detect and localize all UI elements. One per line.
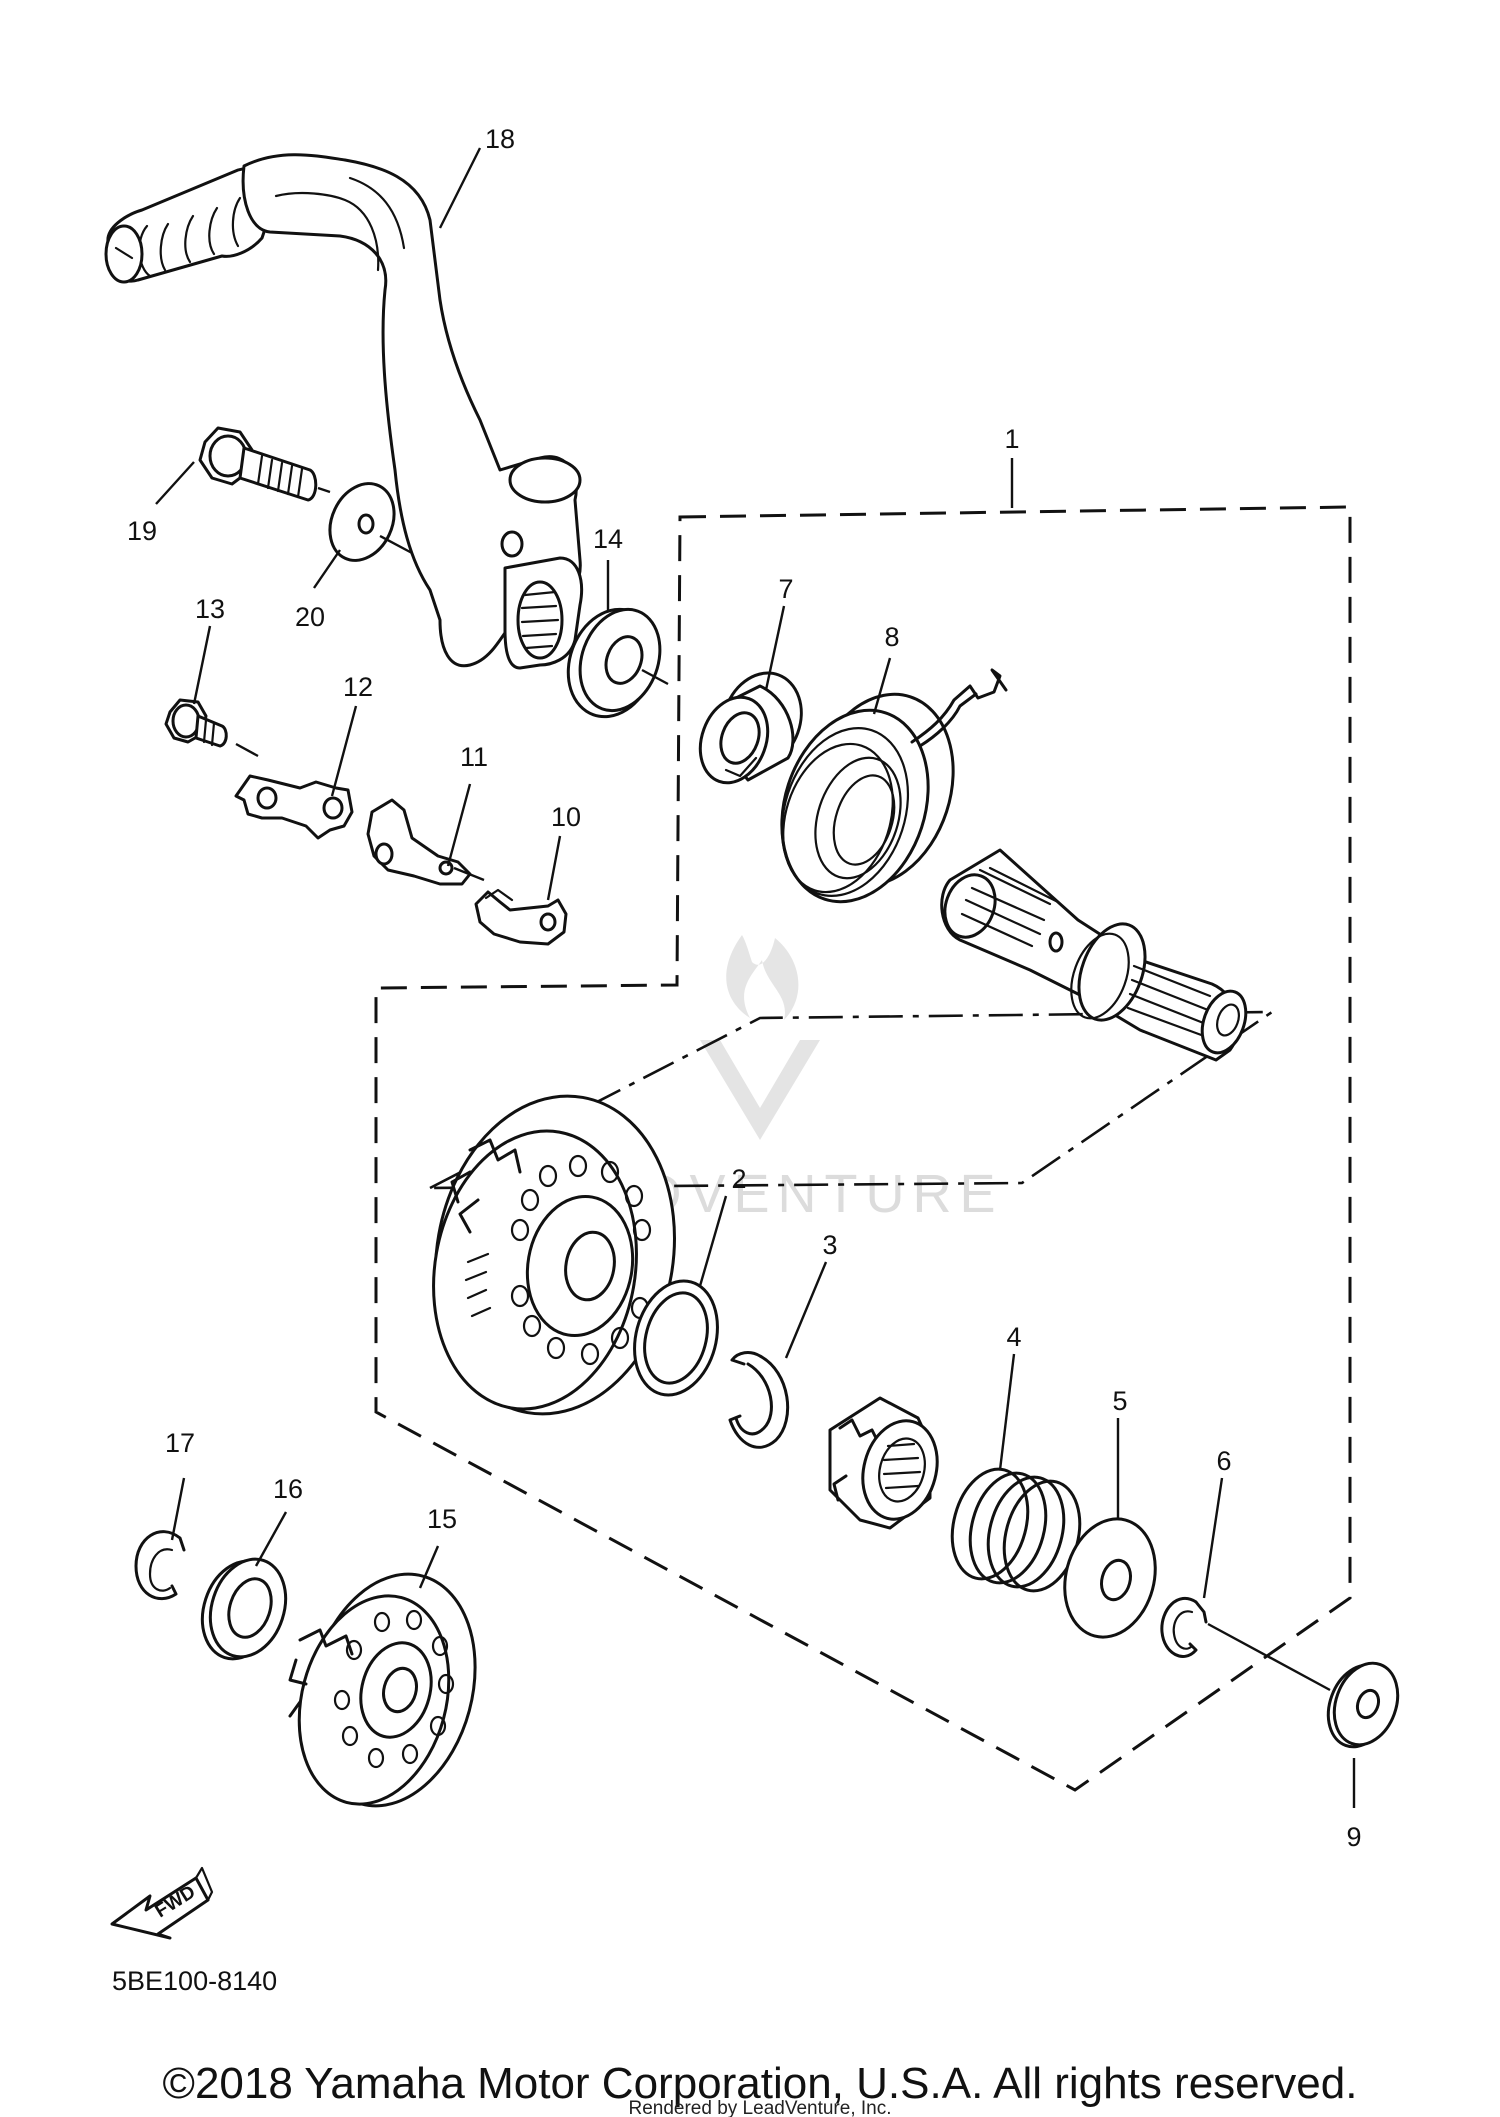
fwd-arrow-icon: FWD [110,1866,214,1940]
callout-16: 16 [273,1474,303,1504]
callout-17: 17 [165,1428,195,1458]
callout-2: 2 [731,1164,746,1194]
plate-11 [366,798,485,886]
callout-13: 13 [195,594,225,624]
callout-7: 7 [778,574,793,604]
circlip-3 [728,1351,790,1449]
shaft-gear-guide [429,1010,1277,1190]
ring-2 [633,1279,719,1397]
ratchet [828,1396,939,1530]
callout-6: 6 [1216,1446,1231,1476]
callout-4: 4 [1006,1322,1021,1352]
kick-shaft [940,848,1248,1062]
callout-14: 14 [593,524,623,554]
bolt-19 [198,426,331,502]
callout-1: 1 [1004,424,1019,454]
collar-7 [698,671,803,785]
circlip-6 [1160,1596,1331,1692]
callout-18: 18 [485,124,515,154]
copyright-text: ©2018 Yamaha Motor Corporation, U.S.A. A… [163,2059,1358,2108]
callout-20: 20 [295,602,325,632]
bolt-13 [164,698,259,758]
leader-lines [155,147,1356,1808]
callout-15: 15 [427,1504,457,1534]
assembly-1-outline [374,505,1352,1792]
callout-11: 11 [460,742,488,772]
torsion-spring-8 [780,668,1008,904]
callout-8: 8 [884,622,899,652]
callout-9: 9 [1346,1822,1361,1852]
washer-5 [1063,1517,1157,1639]
callout-12: 12 [343,672,373,702]
diagram-code: 5BE100-8140 [112,1966,277,1996]
circlip-17 [134,1530,186,1601]
callouts: 1 2 3 4 5 6 7 8 9 10 11 12 13 14 15 16 1… [127,124,1362,1852]
oil-seal-14 [566,607,669,719]
kick-gear [432,1094,676,1416]
callout-5: 5 [1112,1386,1127,1416]
callout-3: 3 [822,1230,837,1260]
plate-10 [474,888,568,946]
plate-12 [234,774,354,840]
kick-lever-18 [104,153,584,670]
callout-19: 19 [127,516,157,546]
callout-10: 10 [551,802,581,832]
washer-16 [200,1557,288,1661]
washer-20 [328,482,413,562]
rendered-by-text: Rendered by LeadVenture, Inc. [628,2098,891,2117]
gear-15 [288,1572,477,1808]
washer-9 [1326,1661,1400,1749]
